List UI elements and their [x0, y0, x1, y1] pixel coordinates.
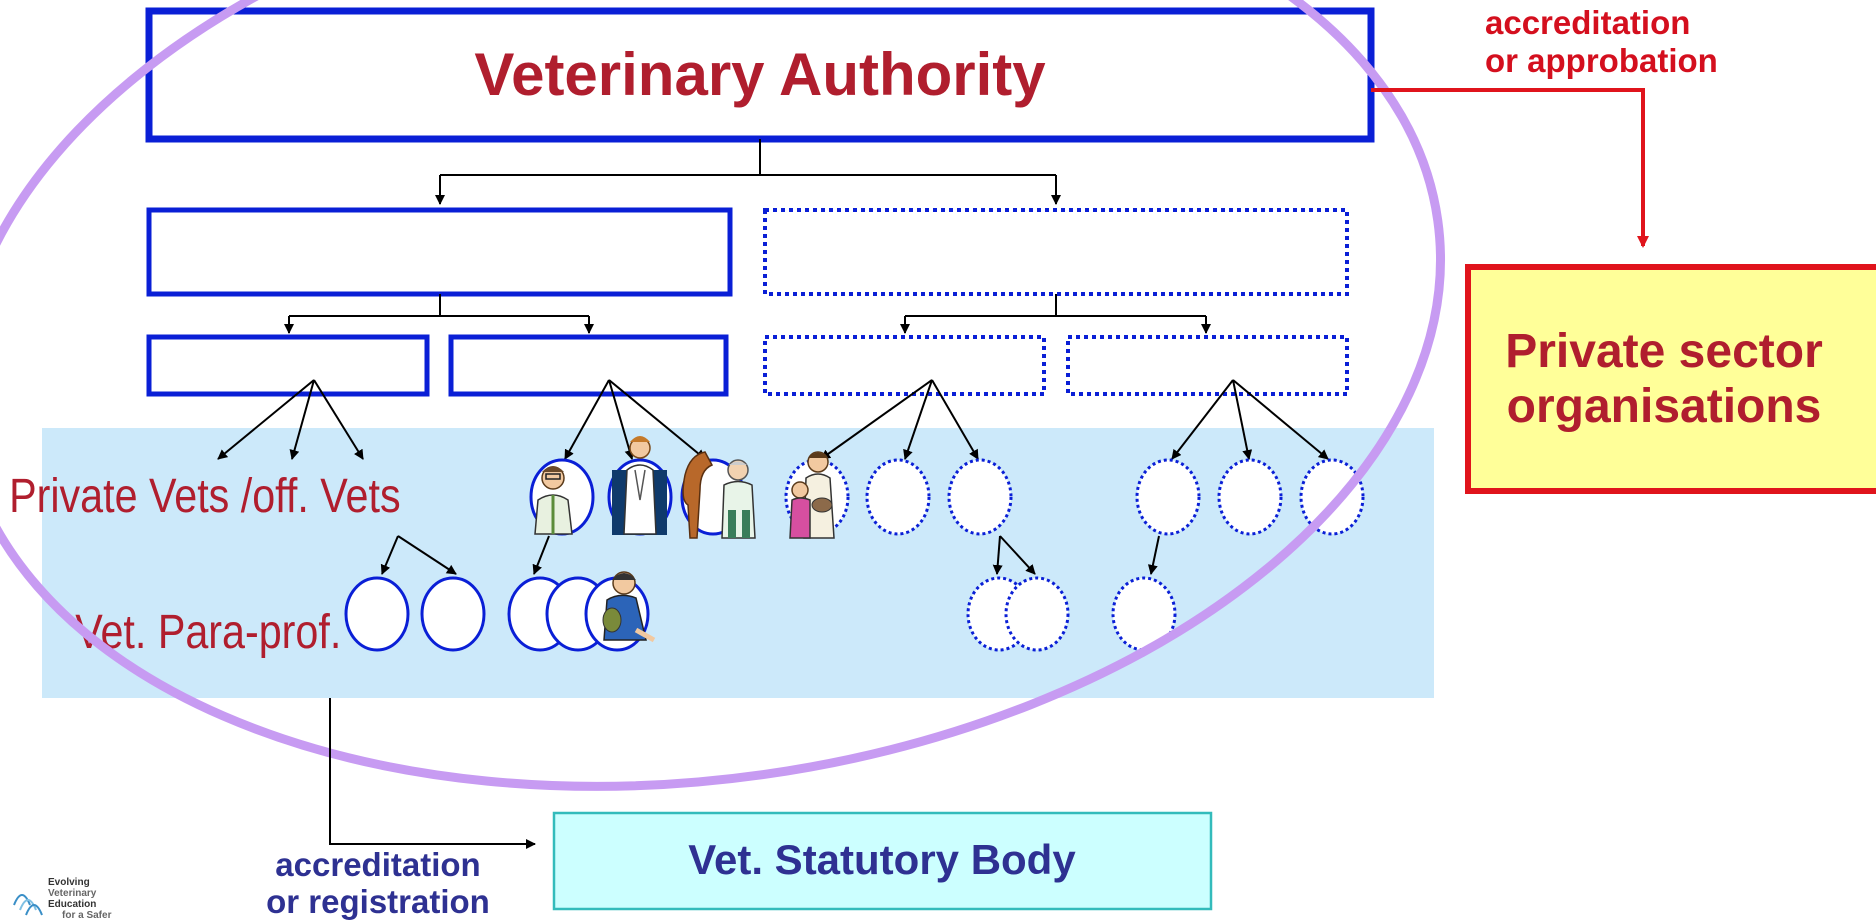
para-circle	[1004, 576, 1070, 652]
vet-circle	[865, 458, 931, 536]
approbation-label-line1: accreditation	[1485, 4, 1690, 41]
logo-line3: Education	[48, 899, 96, 910]
family-pet-icon	[789, 451, 835, 539]
nurse-icon	[602, 571, 656, 643]
veterinary-domain-ellipse	[0, 0, 1445, 791]
public-unit-box-1	[146, 334, 430, 397]
para-circle	[344, 576, 410, 652]
evolving-education-logo: Evolving Veterinary Education for a Safe…	[13, 877, 112, 921]
veterinary-authority-box	[145, 7, 1375, 143]
public-unit-box-2	[448, 334, 729, 397]
delegated-unit-box-2	[1066, 335, 1349, 396]
delegated-unit-box-1	[763, 335, 1046, 396]
logo-line4: for a Safer	[62, 910, 112, 921]
registration-label-line1: accreditation	[275, 846, 480, 883]
second-level-connectors	[284, 294, 1211, 334]
private-sector-line2: organisations	[1507, 380, 1822, 433]
statutory-body-box	[552, 811, 1213, 911]
approbation-connector	[1371, 88, 1649, 248]
delegated-service-box	[763, 208, 1349, 296]
para-prof-label: Vet. Para-prof.	[75, 605, 341, 659]
horse-vet-icon	[682, 451, 756, 539]
para-prof-circles	[344, 576, 1177, 652]
para-circle	[1111, 576, 1177, 652]
logo-line2: Veterinary	[48, 888, 97, 899]
registration-connector	[329, 698, 536, 849]
vet-circle	[1135, 458, 1201, 536]
authority-connectors	[435, 139, 1061, 205]
registration-label-line2: or registration	[266, 883, 490, 920]
vet-circle	[947, 458, 1013, 536]
approbation-label-line2: or approbation	[1485, 42, 1718, 79]
veterinary-authority-title: Veterinary Authority	[474, 41, 1046, 108]
veterinarian-icon	[534, 466, 573, 535]
doctor-icon	[612, 436, 667, 535]
unit-to-vet-arrows	[217, 379, 1329, 460]
public-service-box	[146, 207, 733, 297]
para-circle	[420, 576, 486, 652]
private-vets-label: Private Vets /off. Vets	[9, 469, 400, 523]
private-sector-box	[1465, 264, 1876, 494]
statutory-body-title: Vet. Statutory Body	[688, 836, 1076, 883]
vet-to-para-arrows	[380, 535, 1160, 575]
vet-circle	[1217, 458, 1283, 536]
logo-line1: Evolving	[48, 877, 90, 888]
vet-circle	[1299, 458, 1365, 536]
private-sector-line1: Private sector	[1505, 325, 1823, 378]
